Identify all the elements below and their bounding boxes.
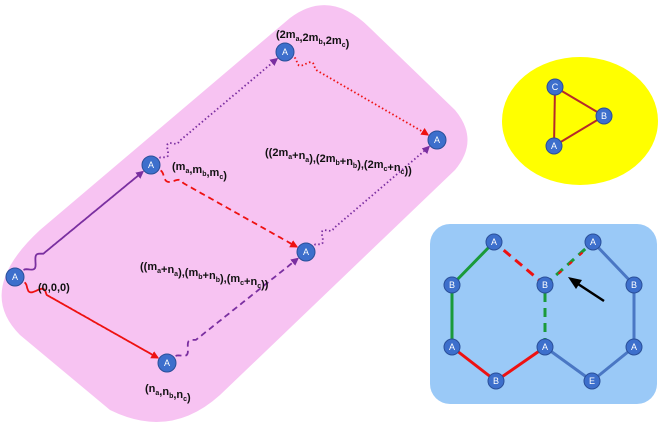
coord-label-m: (ma,mb,mc): [172, 161, 227, 182]
lattice-node-2mn-letter: A: [434, 135, 440, 145]
path-m-to-mn: [160, 169, 299, 248]
honeycomb-node-11-letter: E: [589, 376, 595, 386]
honeycomb-bonds: [450, 240, 636, 383]
honeycomb-node-3: B: [487, 372, 505, 390]
triangle-node-b: B: [595, 107, 613, 125]
honeycomb-node-0-letter: A: [491, 237, 497, 247]
lattice-node-n-letter: A: [164, 358, 170, 368]
honeycomb-node-6-letter: A: [590, 237, 596, 247]
triangle-node-b-letter: B: [601, 111, 607, 121]
bond-blue: [591, 345, 635, 383]
honeycomb-node-4-letter: A: [542, 342, 548, 352]
honeycomb-node-11: E: [583, 372, 601, 390]
honeycomb-node-8: B: [625, 276, 643, 294]
bond-green: [450, 240, 496, 287]
honeycomb-node-5: B: [536, 276, 554, 294]
lattice-paths: [23, 56, 431, 359]
triangle-graph: [553, 86, 605, 147]
honeycomb-node-1: B: [443, 276, 461, 294]
honeycomb-node-2-letter: A: [449, 342, 455, 352]
lattice-node-n: A: [157, 353, 177, 373]
lattice-node-mn: A: [296, 242, 316, 262]
bond-red-dashed: [493, 240, 546, 287]
lattice-node-origin: A: [5, 267, 25, 287]
bond-red: [451, 345, 497, 383]
path-origin-to-m: [23, 170, 145, 271]
path-n-to-mn: [175, 257, 299, 357]
path-origin-to-n: [23, 281, 160, 359]
honeycomb-node-1-letter: B: [449, 280, 455, 290]
triangle-node-a-letter: A: [551, 141, 557, 151]
coord-label-2mn: ((2ma+na),(2mb+nb),(2mc+nc)): [265, 147, 412, 177]
bond-red: [495, 345, 546, 383]
lattice-node-mn-letter: A: [303, 247, 309, 257]
lattice-node-m-letter: A: [148, 160, 154, 170]
coord-label-n: (na,nb,nc): [145, 383, 191, 404]
triangle-node-c-letter: C: [552, 82, 559, 92]
pink-panel: [1, 5, 468, 423]
honeycomb-node-4: A: [536, 338, 554, 356]
lattice-node-2m-letter: A: [282, 47, 288, 57]
bond-blue: [544, 345, 593, 383]
triangle-node-a: A: [545, 137, 563, 155]
lattice-node-2m: A: [275, 42, 295, 62]
coord-label-origin: (0,0,0): [38, 282, 70, 294]
honeycomb-node-0: A: [485, 233, 503, 251]
path-2m-to-2mn: [293, 56, 430, 136]
nodes: A A A A A A C B A A B A B A B A A B E: [5, 42, 643, 390]
coord-label-mn: ((ma+na),(mb+nb),(mc+nc)): [140, 261, 269, 291]
lattice-node-origin-letter: A: [12, 272, 18, 282]
honeycomb-node-7: A: [625, 338, 643, 356]
honeycomb-node-8-letter: B: [631, 280, 637, 290]
coordinate-labels: (0,0,0) (ma,mb,mc) (na,nb,nc) ((ma+na),(mb+…: [38, 29, 412, 404]
honeycomb-node-5-letter: B: [542, 280, 548, 290]
lattice-node-m: A: [141, 155, 161, 175]
path-m-to-2m: [158, 57, 279, 159]
honeycomb-node-7-letter: A: [631, 342, 637, 352]
lattice-node-2mn: A: [427, 130, 447, 150]
bond-blue: [591, 240, 636, 287]
yellow-disk: [502, 57, 658, 185]
coord-label-2m: (2ma,2mb,2mc): [276, 29, 350, 50]
pointer-arrow-icon: [568, 277, 605, 303]
honeycomb-node-6: A: [584, 233, 602, 251]
honeycomb-node-3-letter: B: [493, 376, 499, 386]
triangle-node-c: C: [546, 78, 564, 96]
honeycomb-node-2: A: [443, 338, 461, 356]
